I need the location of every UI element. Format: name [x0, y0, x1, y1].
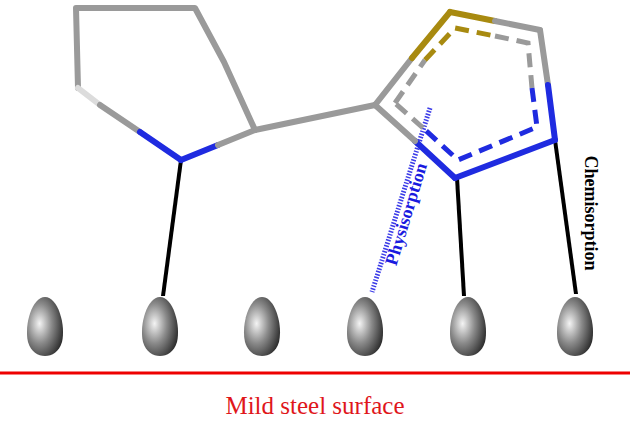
molecule	[76, 8, 555, 178]
aromatic-ring	[395, 28, 537, 160]
surface-label: Mild steel surface	[225, 393, 404, 418]
steel-surface-line	[0, 372, 630, 375]
physisorption-line	[372, 108, 430, 292]
iron-atoms	[27, 297, 593, 356]
chemisorption-label: Chemisorption	[582, 155, 600, 270]
physisorption-label: Physisorption	[382, 161, 430, 268]
chemisorption-bonds	[161, 140, 578, 296]
